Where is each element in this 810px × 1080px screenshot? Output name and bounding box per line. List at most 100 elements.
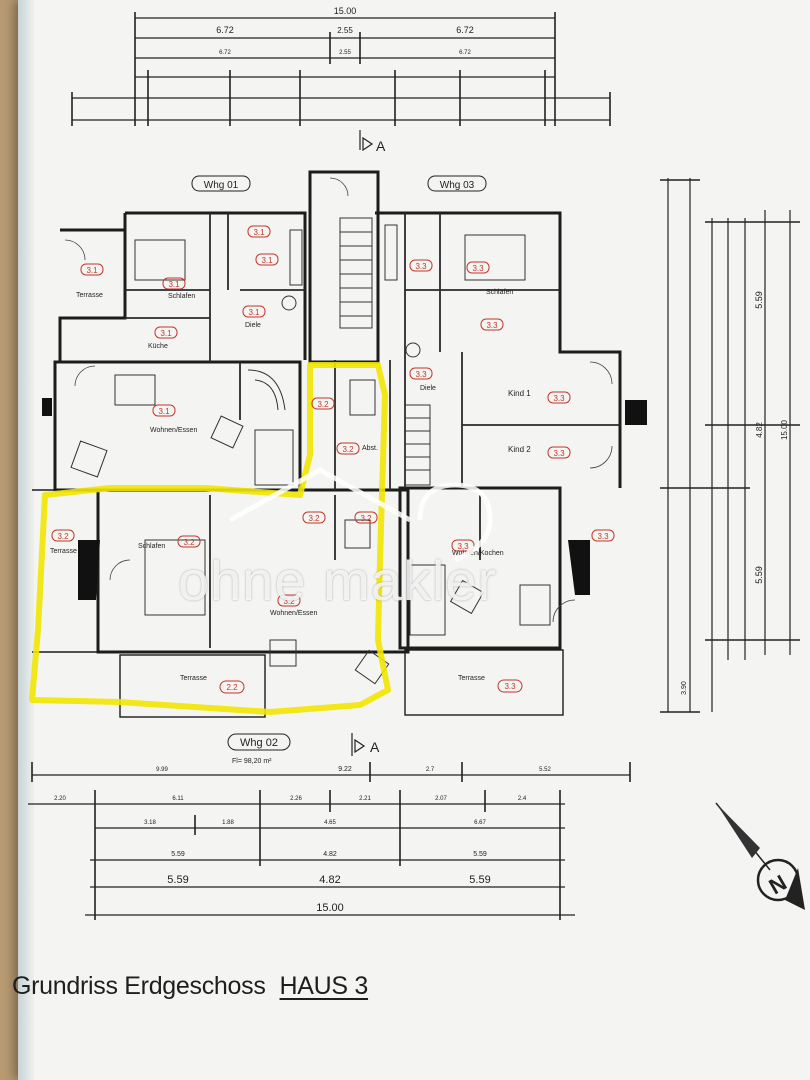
room-tag: 2.2: [219, 680, 245, 694]
svg-text:3.2: 3.2: [360, 514, 372, 523]
svg-text:3.2: 3.2: [317, 400, 329, 409]
svg-text:3.2: 3.2: [183, 538, 195, 547]
dim-label: 4.82: [755, 422, 764, 438]
dim-label: 5.59: [754, 291, 764, 309]
dim-label: 5.59: [473, 851, 487, 858]
svg-text:3.3: 3.3: [597, 532, 609, 541]
dim-label: 6.72: [219, 50, 231, 56]
door-swings: [64, 177, 613, 623]
room-label: Terrasse: [180, 675, 207, 682]
room-tag: 3.2: [302, 511, 326, 524]
room-tag: 3.1: [162, 277, 186, 290]
dim-label: 2.55: [339, 50, 351, 56]
room-tags: 3.1 3.1 3.1 3.1 3.1 3.1 3.1 3.2 3.2 3.2 …: [51, 225, 615, 694]
dim-label: 6.72: [456, 25, 474, 35]
unit-header-whg-02: Whg 02 Fl= 98,20 m²: [227, 733, 291, 765]
dim-label: 9.22: [338, 766, 352, 773]
watermark: ohne makler: [178, 549, 498, 612]
room-tag: 3.1: [152, 404, 176, 417]
svg-text:3.3: 3.3: [504, 682, 516, 691]
unit-name: Whg 01: [204, 180, 239, 191]
dim-label: 15.00: [780, 419, 789, 440]
room-tag: 3.3: [409, 259, 433, 272]
room-tag: 3.1: [80, 263, 104, 276]
right-dimension-chains: [660, 178, 800, 713]
dim-label: 3.90: [681, 681, 688, 695]
dim-bottom-row-e: 5.59 4.82 5.59: [167, 874, 490, 886]
title-text: Grundriss Erdgeschoss: [12, 972, 266, 1000]
dim-label: 6.67: [474, 820, 486, 826]
dim-label: 4.65: [324, 820, 336, 826]
dim-bottom-row-a: 9.99 9.22 2.7 5.52: [156, 766, 551, 773]
dim-label: 5.52: [539, 767, 551, 773]
room-tag: 3.3: [451, 539, 475, 552]
sheet-edge: [18, 0, 34, 1080]
svg-text:N: N: [765, 870, 791, 900]
svg-text:3.2: 3.2: [57, 532, 69, 541]
room-tag: 3.1: [247, 225, 271, 238]
dim-label: 4.82: [319, 874, 340, 886]
svg-text:3.1: 3.1: [160, 329, 172, 338]
dim-top-row3: 6.72 2.55 6.72: [219, 50, 471, 56]
unit-name: Whg 03: [440, 180, 475, 191]
dim-label: 9.99: [156, 767, 168, 773]
room-tag: 3.3: [547, 391, 571, 404]
stairs: [247, 217, 431, 486]
room-tag: 3.3: [547, 446, 571, 459]
svg-text:3.3: 3.3: [457, 542, 469, 551]
room-label: Schlafen: [138, 543, 165, 550]
room-label: Schlafen: [168, 293, 195, 300]
room-tag: 3.3: [409, 367, 433, 380]
dim-bottom-row-b: 2.20 6.11 2.26 2.21 2.07 2.4: [54, 796, 527, 802]
dim-label: 6.72: [216, 25, 234, 35]
section-mark-bottom: A: [351, 733, 380, 756]
room-label: Küche: [148, 343, 168, 350]
exterior-walls: [32, 170, 622, 718]
room-label: Terrasse: [76, 292, 103, 299]
room-tag: 3.3: [591, 529, 615, 542]
unit-area: Fl= 98,20 m²: [232, 758, 272, 765]
watermark-house-icon: [228, 467, 493, 563]
dim-bottom-total: 15.00: [316, 902, 344, 914]
room-tag: 3.3: [497, 679, 523, 693]
section-label: A: [370, 739, 380, 755]
dim-label: 2.7: [426, 767, 435, 773]
svg-text:3.2: 3.2: [308, 514, 320, 523]
room-label: Wohnen/Kochen: [452, 550, 504, 557]
svg-text:3.3: 3.3: [472, 264, 484, 273]
svg-text:2.2: 2.2: [226, 683, 238, 692]
dim-bottom-row-c: 3.18 1.88 4.65 6.67: [144, 820, 486, 826]
svg-text:3.1: 3.1: [253, 228, 265, 237]
svg-text:3.2: 3.2: [342, 445, 354, 454]
room-label: Kind 1: [508, 389, 531, 398]
svg-text:3.1: 3.1: [86, 266, 98, 275]
svg-text:3.1: 3.1: [261, 256, 273, 265]
dim-top-total: 15.00: [334, 6, 357, 16]
dim-label: 5.59: [167, 874, 188, 886]
dim-label: 6.72: [459, 50, 471, 56]
section-mark-top: A: [359, 130, 386, 154]
svg-text:3.3: 3.3: [553, 449, 565, 458]
dim-label: 6.11: [172, 796, 184, 802]
top-dimension-chains: [71, 12, 611, 126]
room-tag: 3.2: [277, 594, 301, 607]
dim-label: 5.59: [171, 851, 185, 858]
room-tag: 3.2: [336, 442, 360, 455]
svg-text:3.3: 3.3: [486, 321, 498, 330]
svg-text:3.1: 3.1: [168, 280, 180, 289]
room-tag: 3.3: [466, 261, 490, 274]
room-tag: 3.2: [51, 529, 75, 542]
dim-label: 2.21: [359, 796, 371, 802]
dim-label: 5.59: [754, 566, 764, 584]
dim-label: 2.55: [337, 26, 353, 35]
room-labels: Terrasse Schlafen Küche Diele Wohnen/Ess…: [50, 289, 531, 682]
title-haus: HAUS 3: [279, 972, 369, 1000]
room-tag: 3.2: [311, 397, 335, 410]
dim-top-row2: 6.72 2.55 6.72: [216, 25, 474, 35]
dim-bottom-row-d: 5.59 4.82 5.59: [171, 851, 487, 858]
dim-label: 2.4: [518, 796, 527, 802]
fireplaces: [42, 398, 647, 600]
svg-text:3.3: 3.3: [415, 262, 427, 271]
room-label: Kind 2: [508, 445, 531, 454]
room-tag: 3.1: [255, 253, 279, 266]
